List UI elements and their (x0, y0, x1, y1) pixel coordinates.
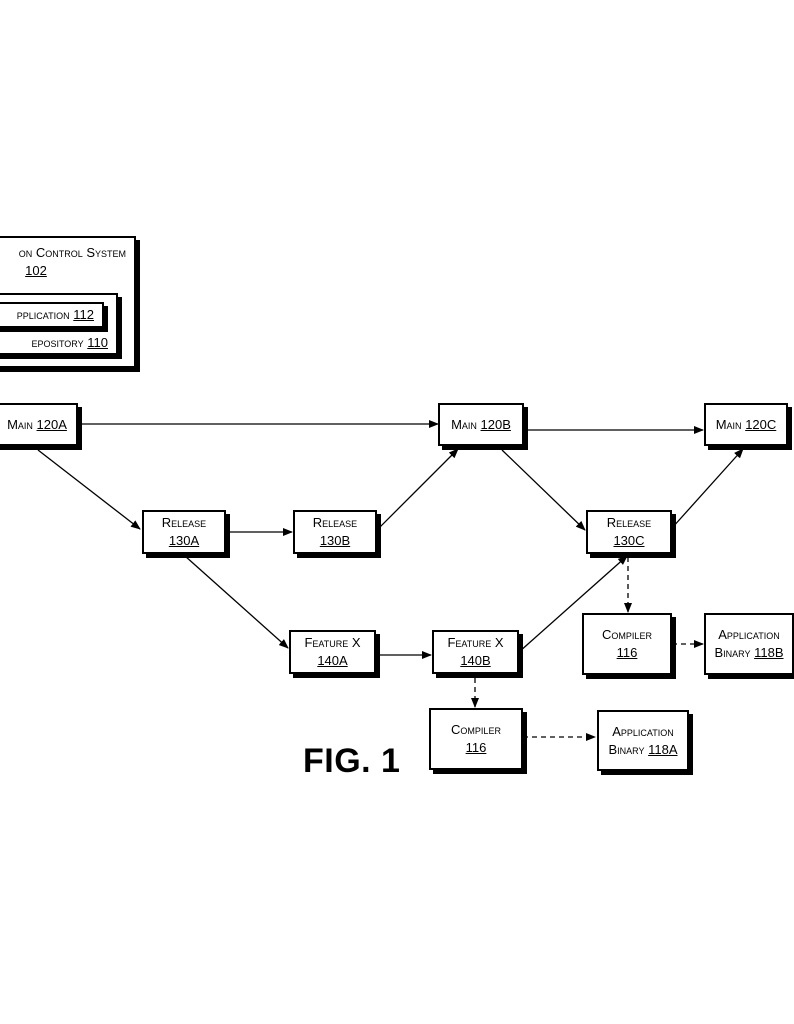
vcs-number: 102 (25, 263, 47, 278)
repository-number: 110 (87, 335, 108, 350)
edge-release130c-main120c (671, 448, 744, 529)
application-box: pplication 112 (0, 302, 104, 328)
node-main-120c: Main 120C (704, 403, 788, 446)
edge-release130a-feature140a (184, 555, 289, 649)
node-feature-140a: Feature X 140A (289, 630, 376, 674)
node-feature-140b: Feature X 140B (432, 630, 519, 674)
version-control-system-box: on Control System 102 epository 110 ppli… (0, 236, 136, 368)
node-release-130c: Release 130C (586, 510, 672, 554)
application-number: 112 (73, 307, 94, 322)
node-binary-118a: Application Binary 118A (597, 710, 689, 771)
node-compiler-b: Compiler 116 (582, 613, 672, 675)
edge-main120a-release130a (37, 449, 141, 530)
figure-label: FIG. 1 (303, 742, 401, 780)
repository-label: epository (31, 335, 84, 350)
node-main-120b: Main 120B (438, 403, 524, 446)
node-release-130b: Release 130B (293, 510, 377, 554)
node-binary-118b: Application Binary 118B (704, 613, 794, 675)
edge-main120b-release130c (501, 449, 586, 531)
vcs-title: on Control System (18, 245, 126, 260)
node-release-130a: Release 130A (142, 510, 226, 554)
edge-feature140b-release130c (518, 555, 628, 653)
node-compiler-a: Compiler 116 (429, 708, 523, 770)
application-label: pplication (16, 307, 70, 322)
node-main-120a: Main 120A (0, 403, 78, 446)
edge-release130b-main120b (379, 448, 459, 528)
